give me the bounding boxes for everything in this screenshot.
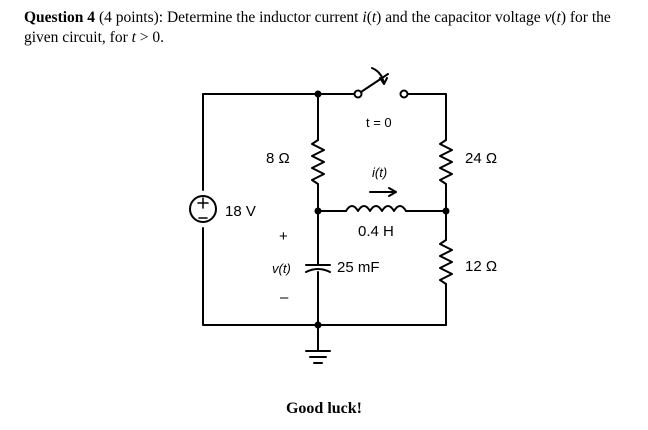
switch-blade (360, 73, 389, 93)
source-plus-sign (197, 197, 209, 209)
var-v: v (544, 9, 552, 26)
node-bottom (314, 321, 322, 329)
switch-arrow (371, 67, 388, 85)
question-part: for the given circuit, for (24, 9, 611, 46)
node-middle-left (314, 207, 322, 215)
switch-terminal-right (399, 89, 409, 99)
question-part: and the capacitor voltage (381, 9, 545, 26)
node-top (314, 90, 322, 98)
node-middle-right (442, 207, 450, 215)
var-t: t (556, 9, 561, 26)
capacitor-label: 25 mF (337, 259, 380, 276)
inductor-symbol (345, 205, 407, 212)
question-points: (4 points): (98, 9, 164, 26)
var-i: i (362, 9, 367, 26)
voltage-minus-sign: – (280, 289, 289, 306)
resistor-8-ohm-label: 8 Ω (266, 150, 290, 167)
resistor-12-ohm-symbol (439, 239, 453, 285)
inductor-label: 0.4 H (358, 223, 394, 240)
resistor-8-ohm-symbol (311, 139, 325, 185)
resistor-24-ohm-label: 24 Ω (465, 150, 497, 167)
question-label: Question 4 (24, 9, 96, 26)
question-part: Determine the inductor current (163, 9, 363, 26)
capacitor-symbol (305, 264, 331, 273)
resistor-24-ohm-symbol (439, 139, 453, 185)
voltage-source-symbol (189, 195, 217, 223)
wire-top (202, 93, 447, 141)
wire-left (202, 93, 447, 326)
ground-symbol (305, 350, 331, 364)
voltage-plus-sign: + (279, 228, 288, 245)
question-part: > 0. (135, 29, 165, 46)
closing-text: Good luck! (285, 400, 362, 417)
current-arrow (369, 187, 397, 197)
question-text: Question 4 (4 points): Determine the ind… (24, 9, 611, 46)
resistor-12-ohm-label: 12 Ω (465, 258, 497, 275)
switch-label: t = 0 (366, 115, 392, 130)
current-label: i(t) (372, 165, 387, 180)
switch-terminal-left (353, 89, 363, 99)
voltage-label: v(t) (272, 261, 291, 276)
var-t: t (131, 29, 136, 46)
var-t: t (371, 9, 377, 26)
source-voltage-label: 18 V (225, 203, 256, 220)
